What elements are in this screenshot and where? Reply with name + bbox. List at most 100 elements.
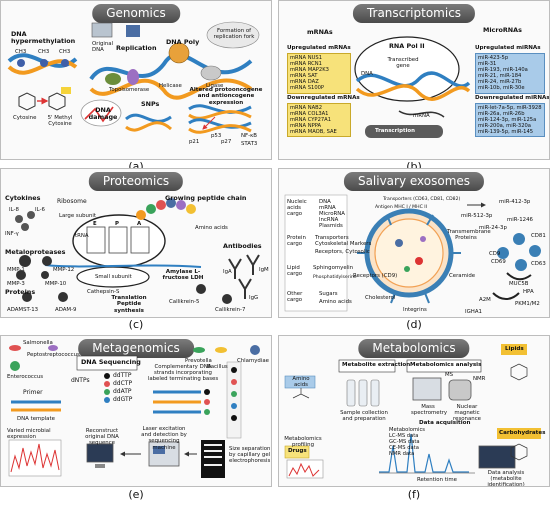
panel-title: Genomics (92, 4, 180, 23)
down-mirna-1: miR-26a, miR-26b (478, 111, 525, 118)
label-salmonella: Salmonella (23, 340, 53, 346)
label-complementary: Complementary DNA strands incorporating … (147, 364, 219, 383)
label-snps: SNPs (141, 100, 160, 108)
label-kallikrein5: Callikrein-5 (169, 299, 200, 305)
label-micrornas: MicroRNAs (483, 26, 522, 34)
label-protein-cargo: Protein cargo (287, 235, 306, 248)
label-ch3-1: CH3 (15, 49, 27, 55)
label-cytosine: Cytosine (13, 115, 37, 121)
label-mrna: mRNA (413, 113, 430, 119)
label-amino-acids: Amino acids (292, 376, 310, 389)
label-ceramide: Ceramide (449, 273, 476, 279)
label-adam9: ADAM-9 (55, 307, 77, 313)
label-proteins: Proteins (5, 288, 36, 296)
label-up-mrna: Upregulated mRNAs (287, 45, 351, 51)
down-mirna-2: miR-124-3p, miR-125a (478, 117, 537, 124)
panel-exosomes: Salivary exosomes Nucleic acids cargo DN… (278, 168, 550, 318)
panel-title: Transcriptomics (352, 4, 476, 23)
label-primer: Primer (23, 389, 43, 396)
panel-title: Proteomics (88, 172, 184, 191)
label-transcribed-gene: Transcribed gene (387, 57, 419, 70)
label-laser: Laser excitation and detection by sequen… (141, 426, 187, 451)
label-reconstruct: Reconstruct original DNA sequence (85, 428, 119, 447)
label-transporters-top: Transporters (CD63, CD81, CD82) (383, 197, 461, 202)
label-prevotella: Prevotella (185, 358, 212, 364)
label-dna: DNA (319, 199, 331, 205)
label-kallikrein7: Callikrein-7 (215, 307, 246, 313)
label-cd63: CD63 (531, 261, 546, 267)
label-antibodies: Antibodies (223, 242, 262, 250)
label-mmp3: MMP-3 (7, 281, 25, 287)
label-adamst13: ADAMST-13 (7, 307, 39, 313)
label-amino-acids: Amino acids (319, 299, 352, 305)
label-igm: IgM (259, 267, 269, 273)
label-altered: Altered protooncogene and antioncogene e… (189, 87, 263, 106)
down-mirna-4: miR-139-5p, miR-145 (478, 129, 534, 136)
label-dna-hypermethylation: DNA hypermethylation (11, 30, 76, 45)
list-down-mrna: mRNA NAB2 mRNA COL3A1 mRNA CYP27A1 mRNA … (287, 103, 351, 138)
label-mir24: miR-24-3p (479, 225, 507, 231)
label-small-subunit: Small subunit (95, 274, 132, 280)
label-codon-e: E (93, 221, 97, 227)
label-data-acq: Data acquisition (419, 420, 471, 426)
panel-metagenomics: Metagenomics Salmonella Peptostrept (0, 335, 272, 487)
label-mrna: mRNA (319, 205, 336, 211)
label-nucleic: Nucleic acids cargo (287, 199, 307, 218)
label-mir512: miR-512-3p (461, 213, 493, 219)
label-extraction: Metabolite extraction (342, 362, 411, 368)
label-dna-seq: DNA Sequencing (81, 358, 141, 366)
label-profiling: Metabolomics profiling (284, 436, 322, 449)
label-cd69: CD69 (491, 259, 506, 265)
panel-genomics: Genomics DNA hypermethylation (0, 0, 272, 160)
label-size-sep: Size separation by capillary gel electro… (229, 446, 271, 465)
proteomics-illustration (15, 198, 260, 304)
up-mrna-1: mRNA RCN1 (290, 61, 322, 68)
label-p21: p21 (189, 139, 200, 145)
label-codon-a: A (137, 221, 142, 227)
label-ddctp: ddCTP (113, 380, 133, 387)
down-mirna-3: miR-200a, miR-320a (478, 123, 531, 130)
label-template: DNA template (17, 416, 55, 422)
label-il6: IL-6 (35, 207, 45, 213)
label-large-subunit: Large subunit (59, 213, 96, 219)
up-mrna-0: mRNA NUS1 (290, 55, 323, 61)
panel-proteomics: Proteomics Cytokines IL-8 IL-6 INF-γ Rib… (0, 168, 272, 318)
method-2: GC-MS data (389, 439, 420, 446)
label-codon-p: P (115, 221, 119, 227)
up-mrna-2: mRNA MAP2K3 (290, 67, 329, 74)
label-growing-chain: Growing peptide chain (165, 194, 247, 202)
label-nmr: Nuclear magnetic resonance (453, 404, 481, 423)
label-bacillus: Bacillus (207, 364, 228, 370)
label-lncrna: lncRNA (319, 217, 339, 223)
panel-metabolomics: Metabolomics Metabolite extraction Metab… (278, 335, 550, 487)
up-mirna-2: miR-193, miR-140a (478, 67, 528, 74)
list-up-mrna: mRNA NUS1 mRNA RCN1 mRNA MAP2K3 mRNA SAT… (287, 53, 351, 94)
down-mrna-4: mRNA MAOB, SAE (290, 129, 337, 136)
up-mirna-0: miR-423-5p (478, 55, 509, 61)
label-hpa: HPA (523, 289, 534, 295)
label-mrnas: mRNAs (307, 28, 333, 36)
label-varied: Varied microbial expression (7, 428, 51, 441)
up-mirna-1: miR-31 (478, 61, 497, 68)
method-0: Metabolomics (389, 427, 426, 433)
label-pkm: PKM1/M2 (515, 301, 540, 307)
label-mir412: miR-412-3p (499, 199, 531, 205)
transcriptomics-illustration (354, 36, 471, 138)
up-mrna-4: mRNA DAZ (290, 79, 319, 86)
label-integrins: Integrins (403, 307, 427, 313)
label-drugs: Drugs (288, 448, 307, 454)
label-trna: tRNA (75, 233, 89, 239)
label-methyl-cytosine: 5' Methyl Cytosine (47, 115, 73, 128)
label-formation: Formation of replication fork (213, 28, 255, 41)
method-3: CE-MS data (389, 445, 419, 452)
label-chlamydiae: Chlamydiae (237, 358, 269, 364)
list-up-mirna: miR-423-5p miR-31 miR-193, miR-140a miR-… (475, 53, 545, 94)
label-ighai: IGHA1 (465, 309, 482, 315)
list-down-mirna: miR-let-7a-5p, miR-3928 miR-26a, miR-26b… (475, 103, 545, 138)
label-mmp1: MMP-1 (7, 267, 25, 273)
label-other-cargo: Other cargo (287, 291, 303, 304)
exosome-illustration (284, 194, 541, 312)
down-mrna-1: mRNA COL3A1 (290, 111, 329, 118)
label-sphingomyelin: Sphingomyelin (313, 265, 354, 271)
down-mrna-0: mRNA NAB2 (290, 105, 323, 111)
